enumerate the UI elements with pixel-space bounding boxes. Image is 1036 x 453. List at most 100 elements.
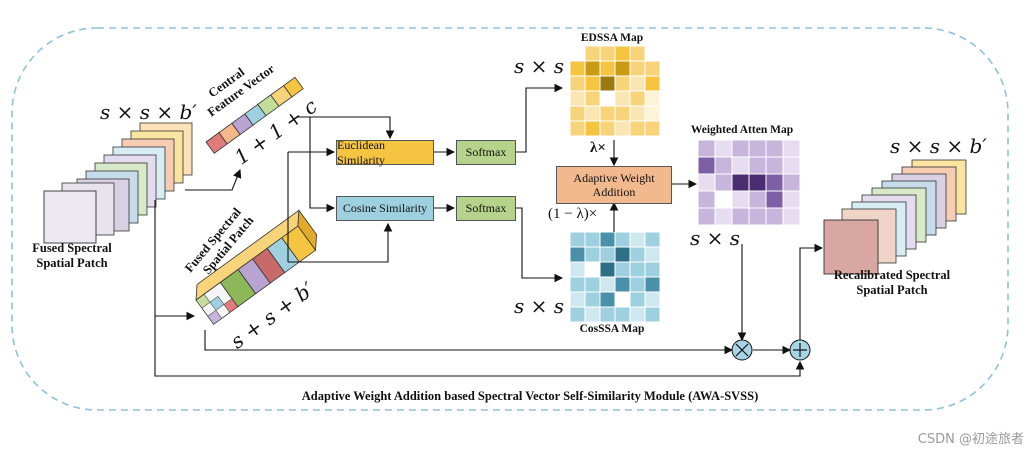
output-patch-label-line-2: Spatial Patch — [856, 283, 928, 297]
heatmap-cell — [629, 75, 646, 92]
heatmap-cell — [782, 139, 801, 158]
circle-times-icon — [731, 339, 753, 361]
heatmap-cell — [644, 120, 661, 137]
heatmap-cell — [614, 276, 631, 293]
heatmap-cell — [614, 90, 631, 107]
heatmap-cell — [748, 156, 767, 175]
heatmap-cell — [614, 246, 631, 263]
heatmap-cell — [629, 306, 646, 323]
heatmap-cell — [714, 156, 733, 175]
heatmap-cell — [584, 261, 601, 278]
heatmap-cell — [644, 306, 661, 323]
cossa-map — [569, 231, 661, 323]
input-patch-label-line-2: Spatial Patch — [36, 256, 108, 270]
heatmap-cell — [614, 75, 631, 92]
heatmap-cell — [748, 190, 767, 209]
lambda-label: λ× — [590, 140, 606, 156]
heatmap-cell — [644, 90, 661, 107]
output-patch-label: Recalibrated Spectral Spatial Patch — [812, 268, 972, 298]
heatmap-cell — [644, 276, 661, 293]
input-dims-label: s × s × b′ — [100, 100, 197, 124]
input-patch-label: Fused Spectral Spatial Patch — [30, 241, 114, 271]
heatmap-cell — [629, 120, 646, 137]
one-minus-lambda-label: (1 − λ)× — [548, 206, 598, 222]
heatmap-cell — [584, 45, 601, 62]
euclidean-similarity-box: Euclidean Similarity — [336, 138, 434, 167]
circle-plus-icon — [789, 339, 811, 361]
weighted-title: Weighted Atten Map — [690, 124, 794, 136]
heatmap-cell — [569, 246, 586, 263]
heatmap-cell — [599, 105, 616, 122]
heatmap-cell — [569, 231, 586, 248]
heatmap-cell — [584, 90, 601, 107]
heatmap-cell — [599, 246, 616, 263]
softmax-box-2: Softmax — [456, 196, 516, 221]
edssa-title: EDSSA Map — [580, 32, 644, 44]
input-patch-stack — [43, 122, 193, 244]
heatmap-cell — [644, 105, 661, 122]
heatmap-cell — [599, 276, 616, 293]
cossa-title: CosSSA Map — [579, 323, 645, 335]
heatmap-cell — [629, 261, 646, 278]
heatmap-cell — [599, 75, 616, 92]
heatmap-cell — [629, 276, 646, 293]
heatmap-cell — [731, 190, 750, 209]
heatmap-cell — [569, 291, 586, 308]
heatmap-cell — [569, 90, 586, 107]
heatmap-cell — [584, 75, 601, 92]
heatmap-cell — [782, 173, 801, 192]
heatmap-cell — [748, 207, 767, 226]
heatmap-cell — [765, 139, 784, 158]
heatmap-cell — [782, 207, 801, 226]
heatmap-cell — [731, 207, 750, 226]
heatmap-cell — [697, 190, 716, 209]
heatmap-cell — [584, 276, 601, 293]
heatmap-cell — [614, 120, 631, 137]
module-title: Adaptive Weight Addition based Spectral … — [301, 389, 759, 403]
heatmap-cell — [584, 60, 601, 77]
adaptive-weight-addition-box: Adaptive Weight Addition — [556, 166, 672, 204]
fused-block — [195, 209, 318, 325]
heatmap-cell — [599, 306, 616, 323]
adaptive-line-2: Addition — [592, 185, 636, 199]
heatmap-cell — [731, 156, 750, 175]
heatmap-cell — [629, 45, 646, 62]
heatmap-cell — [614, 105, 631, 122]
heatmap-cell — [584, 105, 601, 122]
heatmap-cell — [584, 306, 601, 323]
module-frame — [11, 27, 1009, 411]
heatmap-cell — [584, 120, 601, 137]
heatmap-cell — [644, 246, 661, 263]
heatmap-cell — [629, 231, 646, 248]
heatmap-cell — [614, 291, 631, 308]
heatmap-cell — [584, 291, 601, 308]
weighted-atten-map — [697, 139, 801, 226]
heatmap-cell — [614, 306, 631, 323]
input-patch-label-line-1: Fused Spectral — [32, 241, 112, 255]
weighted-dims-label: s × s — [690, 226, 740, 250]
heatmap-cell — [629, 246, 646, 263]
cossa-dims-label: s × s — [514, 294, 564, 318]
edssa-map — [569, 45, 661, 137]
heatmap-cell — [644, 231, 661, 248]
heatmap-cell — [629, 90, 646, 107]
heatmap-cell — [644, 75, 661, 92]
heatmap-cell — [714, 139, 733, 158]
output-dims-label: s × s × b′ — [890, 134, 987, 158]
heatmap-cell — [569, 120, 586, 137]
heatmap-cell — [614, 261, 631, 278]
heatmap-cell — [569, 45, 586, 62]
connectors — [154, 83, 824, 377]
heatmap-cell — [614, 60, 631, 77]
heatmap-cell — [569, 306, 586, 323]
cosine-similarity-box: Cosine Similarity — [336, 196, 434, 221]
heatmap-cell — [569, 60, 586, 77]
heatmap-cell — [748, 173, 767, 192]
output-patch-stack — [823, 159, 967, 275]
central-feature-vector — [205, 76, 304, 154]
heatmap-cell — [644, 45, 661, 62]
heatmap-cell — [599, 231, 616, 248]
heatmap-cell — [782, 156, 801, 175]
softmax-box-1: Softmax — [456, 140, 516, 165]
heatmap-cell — [569, 75, 586, 92]
